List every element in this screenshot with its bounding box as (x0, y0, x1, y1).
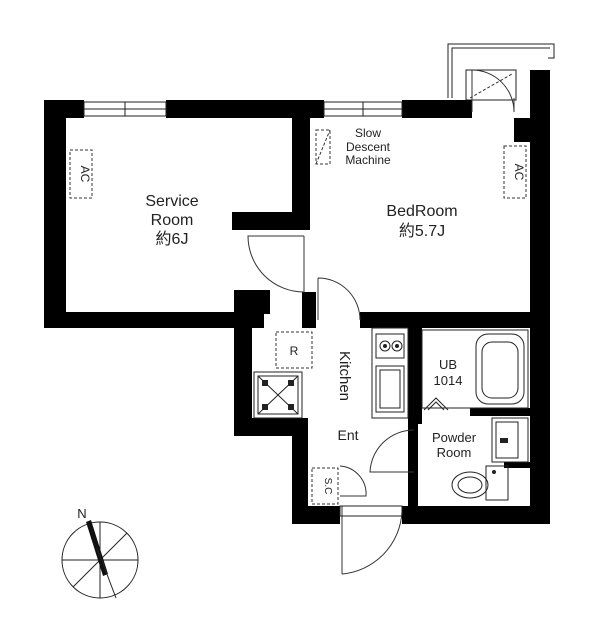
ac-left-icon (69, 149, 93, 199)
bedroom-size: 約5.7J (399, 222, 445, 240)
ac-right-label: AC (512, 164, 526, 181)
service-room-size: 約6J (156, 230, 189, 248)
ac-left-label: AC (78, 166, 92, 183)
shoe-closet-label: S.C (322, 478, 333, 495)
kitchen-sink-icon (375, 365, 405, 413)
ac-right-icon (503, 145, 527, 199)
walls (44, 70, 550, 524)
powder-room-label-line1: Powder (432, 430, 477, 445)
washbasin-icon (491, 417, 529, 463)
door-powder-room (369, 429, 415, 473)
compass: N (61, 506, 139, 599)
door-service-room (247, 235, 305, 293)
slow-descent-label-line1: Slow (355, 126, 381, 140)
slow-descent-label-line3: Machine (345, 153, 391, 167)
stove-icon (375, 333, 405, 359)
labels: Service Room 約6J BedRoom 約5.7J Kitchen E… (78, 126, 526, 494)
refrigerator-icon (275, 331, 313, 369)
doors (247, 69, 515, 575)
service-room-label-line2: Room (151, 212, 194, 229)
shoe-closet-icon (311, 467, 339, 505)
slow-descent-machine-icon (315, 129, 331, 165)
kitchen-label: Kitchen (336, 351, 353, 401)
toilet-icon (451, 465, 509, 501)
bedroom-label: BedRoom (386, 203, 457, 220)
door-entrance (341, 506, 403, 575)
unit-bath-label-line1: UB (439, 357, 457, 372)
unit-bath-label-line2: 1014 (434, 373, 463, 388)
refrigerator-label: R (290, 344, 299, 358)
entrance-label: Ent (337, 427, 358, 443)
bathtub-icon (421, 329, 529, 411)
door-bedroom (317, 277, 361, 321)
slow-descent-label-line2: Descent (346, 140, 391, 154)
compass-north-label: N (77, 506, 86, 521)
washer-pan-icon (253, 371, 303, 419)
kitchen-counter (371, 327, 409, 419)
balcony (447, 43, 555, 101)
windows (83, 101, 403, 117)
door-balcony (471, 69, 515, 113)
powder-room-label-line2: Room (437, 445, 472, 460)
fixtures (69, 129, 529, 505)
service-room-label-line1: Service (145, 193, 198, 210)
door-shoe-closet (339, 465, 367, 497)
